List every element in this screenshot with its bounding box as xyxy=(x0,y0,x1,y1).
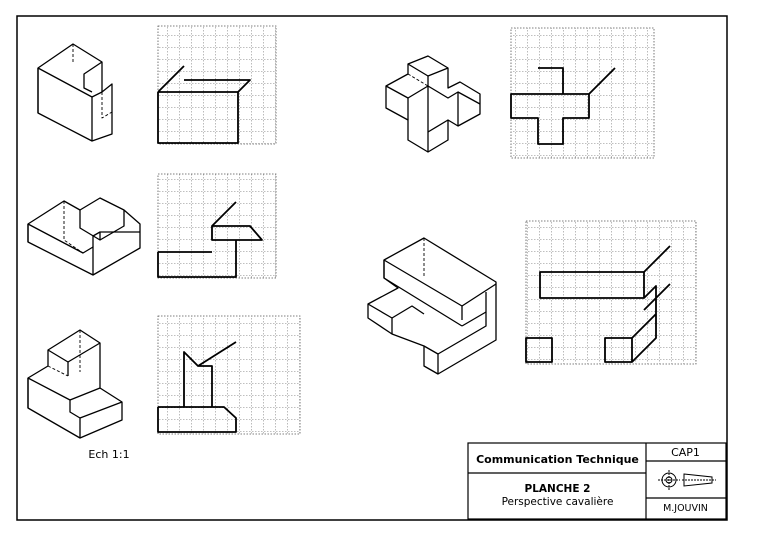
title-block-subject: Communication Technique xyxy=(476,453,639,466)
exercise-1 xyxy=(37,25,277,145)
exercise-3-isometric xyxy=(27,329,123,439)
title-block-author: M.JOUVIN xyxy=(663,502,708,514)
exercise-2 xyxy=(27,173,277,279)
sheet-subtitle: Perspective cavalière xyxy=(501,496,614,508)
exercise-5 xyxy=(367,220,697,375)
title-block-sheet-title: PLANCHE 2 Perspective cavalière xyxy=(469,474,646,518)
exercise-5-isometric xyxy=(367,237,497,375)
title-block xyxy=(467,442,727,520)
exercise-4-grid xyxy=(510,27,655,159)
sheet-border xyxy=(16,15,728,521)
exercise-2-grid xyxy=(157,173,277,279)
exercise-3 xyxy=(27,315,301,439)
exercise-5-grid xyxy=(525,220,697,365)
title-block-code: CAP1 xyxy=(671,445,700,459)
exercise-3-grid xyxy=(157,315,301,435)
projection-symbol-icon xyxy=(658,470,716,490)
sheet-title: PLANCHE 2 xyxy=(524,483,591,495)
exercise-2-isometric xyxy=(27,197,141,276)
scale-label: Ech 1:1 xyxy=(88,448,130,461)
exercise-1-grid xyxy=(157,25,277,145)
exercise-4-isometric xyxy=(385,55,481,153)
exercise-1-isometric xyxy=(37,43,113,142)
exercise-4 xyxy=(385,27,655,159)
